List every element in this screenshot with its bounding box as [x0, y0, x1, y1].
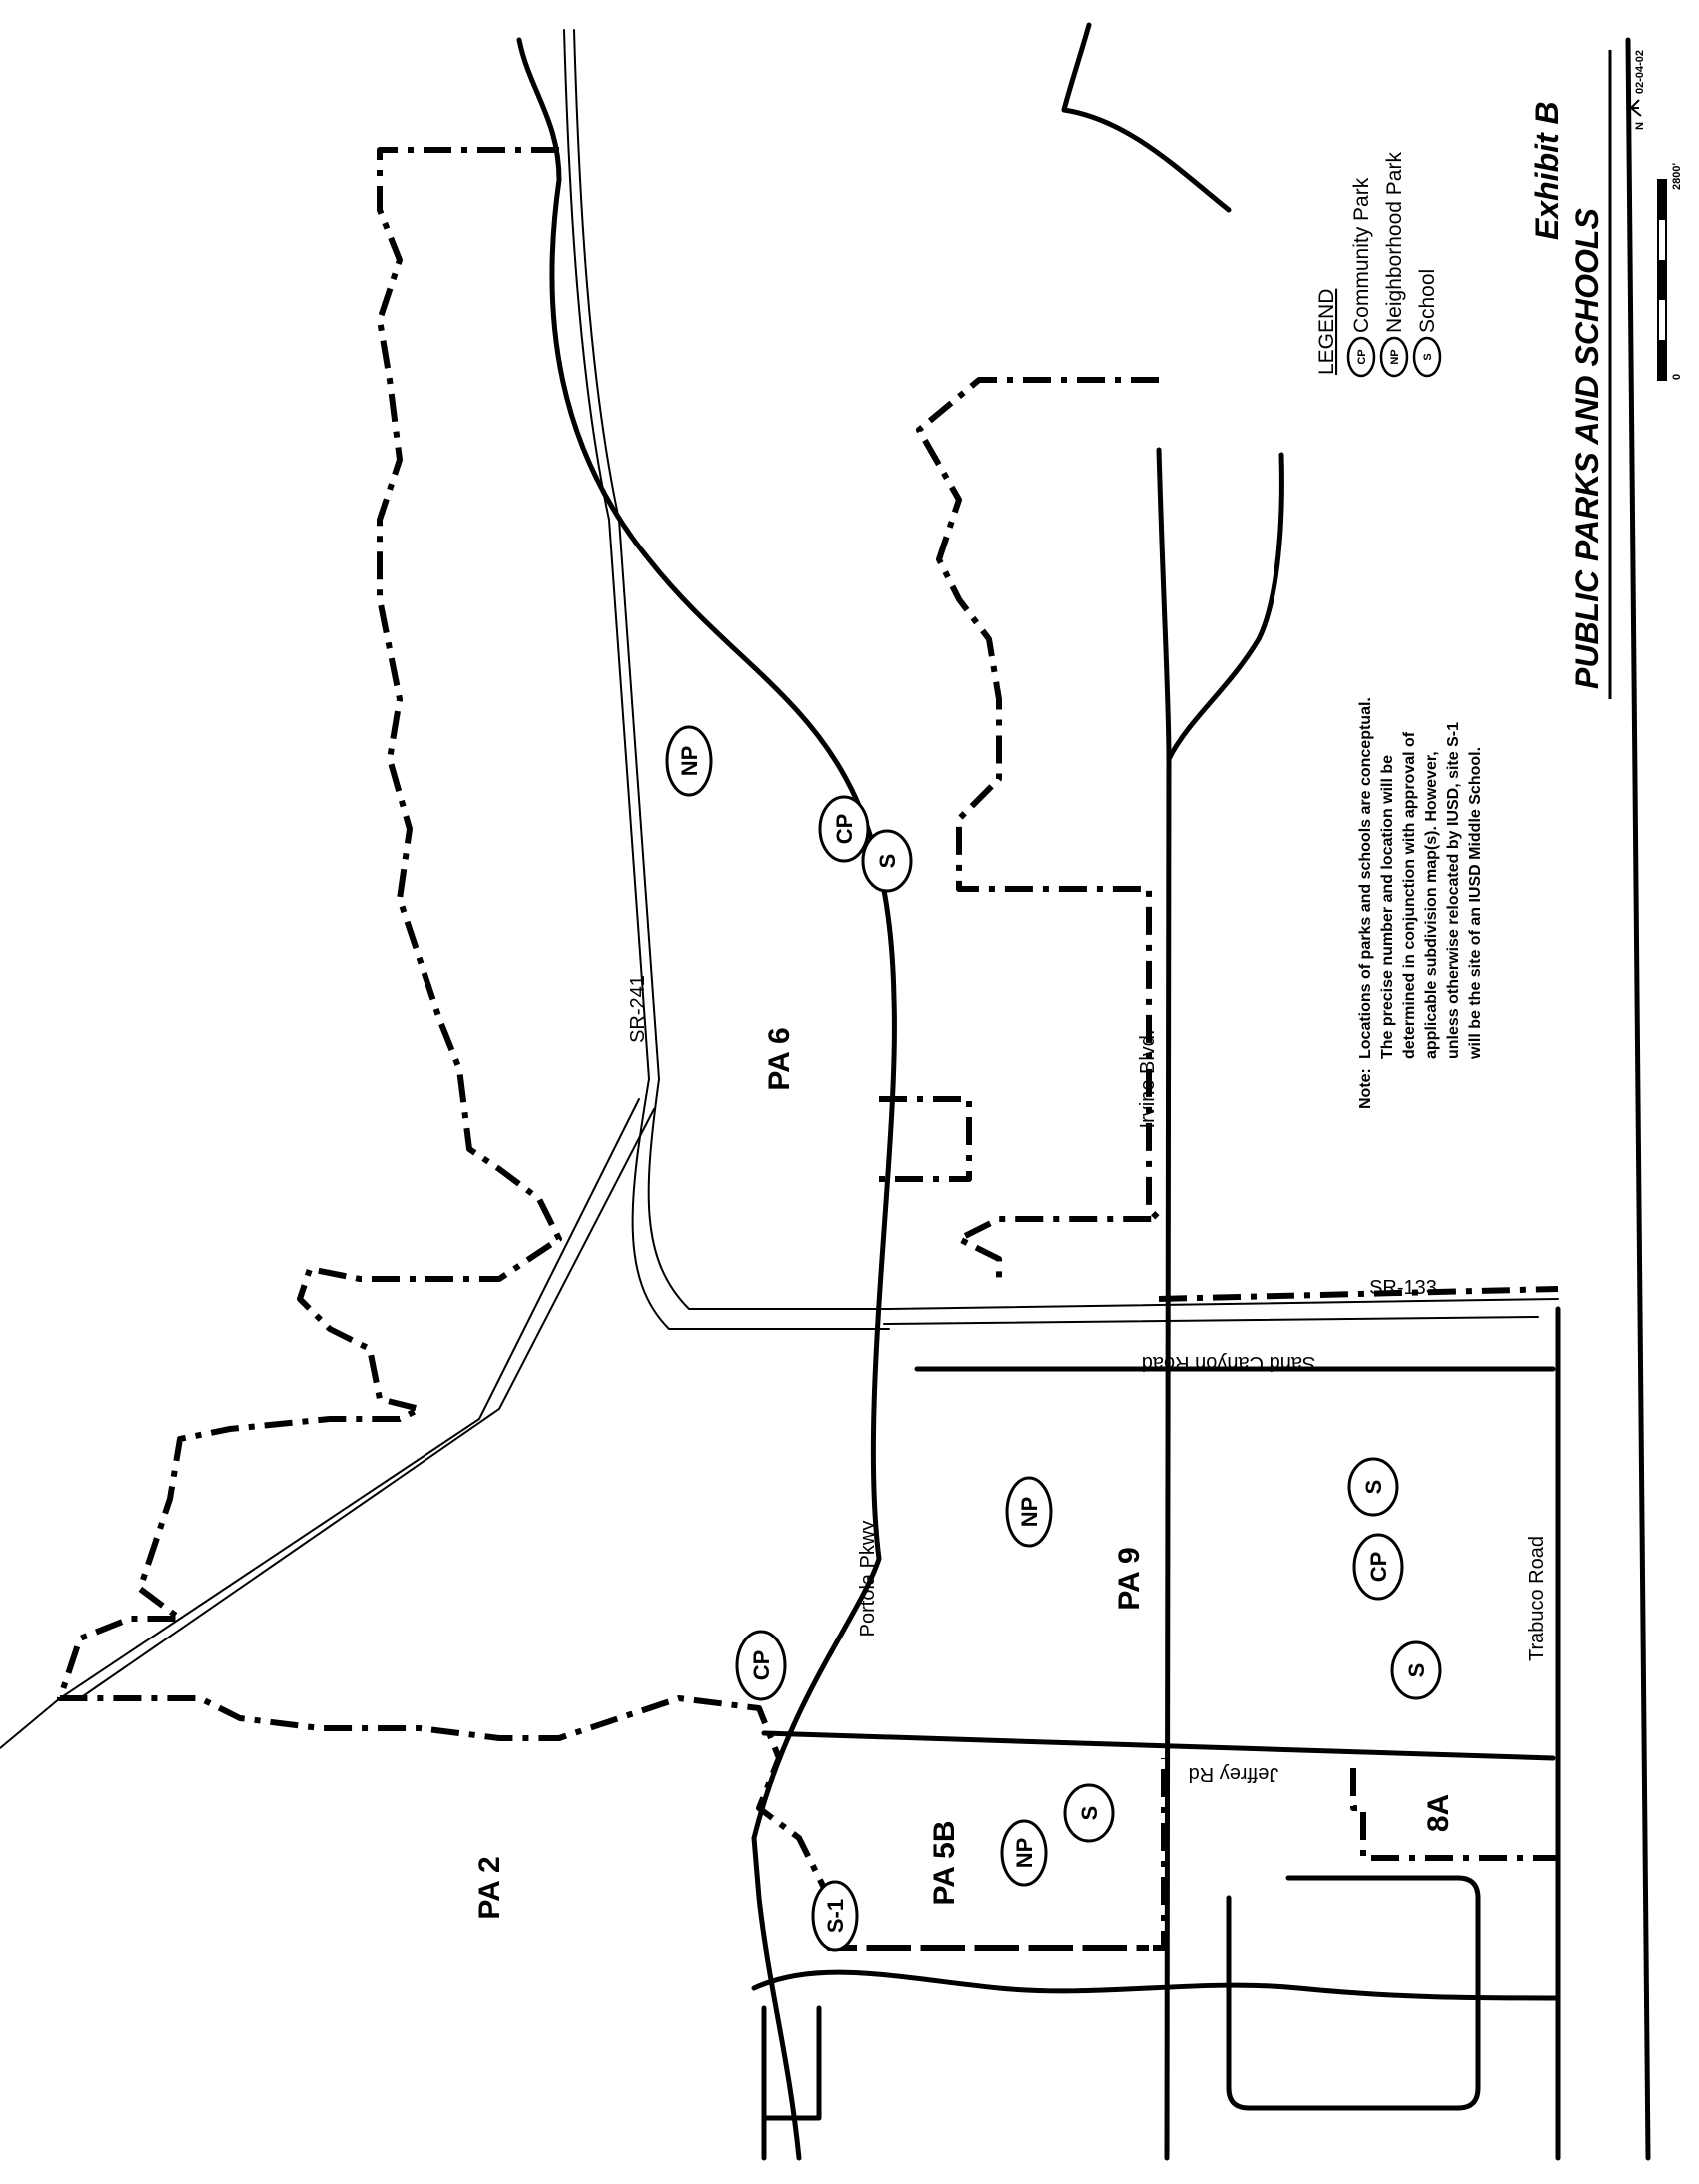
site-np-pa6-label: NP — [677, 746, 702, 777]
site-s-pa5b: S — [1063, 1783, 1115, 1843]
legend: LEGEND CP Community Park NP Neighborhood… — [1315, 152, 1442, 378]
north-arrow-date: N 02-04-02 — [1628, 50, 1646, 130]
sr241-diagonal — [0, 1098, 640, 1749]
irvine-blvd-branch-road — [1166, 452, 1284, 762]
legend-heading: LEGEND — [1315, 289, 1338, 375]
site-s1: S-1 — [811, 1880, 859, 1952]
site-np-pa6: NP — [665, 725, 713, 797]
site-cp-pa9-label: CP — [1366, 1552, 1391, 1583]
site-s-pa6-label: S — [875, 854, 900, 869]
site-s-pa9-b: S — [1347, 1457, 1399, 1517]
pa6-label: PA 6 — [763, 1027, 796, 1090]
upper-right-curve — [1061, 107, 1232, 213]
sr241-label: SR-241 — [627, 975, 649, 1043]
north-label: N — [1634, 122, 1646, 130]
site-s-pa6: S — [861, 829, 913, 893]
site-s-pa9-b-label: S — [1361, 1480, 1386, 1495]
pa8a-label: 8A — [1422, 1794, 1455, 1832]
site-cp-pa6: CP — [818, 795, 870, 863]
title-block: PUBLIC PARKS AND SCHOOLS Exhibit B — [1529, 101, 1605, 689]
scale-start-label: 0 — [1671, 374, 1683, 380]
pa9-boundary — [1158, 1286, 1559, 1302]
pa2-label: PA 2 — [473, 1856, 506, 1919]
site-np-pa9-label: NP — [1017, 1497, 1042, 1528]
sr133-freeway — [888, 1298, 1559, 1310]
note-line-2: The precise number and location will be — [1379, 755, 1396, 1059]
site-s-pa5b-label: S — [1077, 1806, 1102, 1821]
legend-cp-code: CP — [1356, 349, 1368, 364]
map-title: PUBLIC PARKS AND SCHOOLS — [1569, 208, 1605, 689]
note-block: Note: Locations of parks and schools are… — [1357, 697, 1484, 1109]
sr133-freeway-line2 — [883, 1316, 1539, 1325]
sr133-label: SR-133 — [1369, 1277, 1437, 1299]
irvine-blvd-road — [1156, 447, 1172, 2161]
loop-road — [1226, 1875, 1481, 2111]
irvine-blvd-label: Irvine Blvd. — [1137, 1030, 1159, 1129]
scale-end-label: 2800' — [1671, 163, 1683, 190]
upper-right-road — [1061, 22, 1092, 113]
pa5b-label: PA 5B — [928, 1820, 961, 1905]
note-line-3: determined in conjunction with approval … — [1401, 731, 1418, 1059]
site-s-pa9-a: S — [1390, 1640, 1442, 1700]
sr241-freeway-line2 — [573, 29, 890, 1310]
note-line-5: unless otherwise relocated by IUSD, site… — [1445, 722, 1462, 1059]
sr241-freeway — [563, 29, 890, 1330]
lower-left-road — [751, 1969, 1561, 2001]
exhibit-label: Exhibit B — [1529, 101, 1565, 240]
pa6-notch-boundary — [879, 1096, 972, 1182]
site-cp-pa2: CP — [735, 1630, 787, 1701]
pa8a-boundary — [1350, 1768, 1558, 1861]
pa6-boundary — [916, 377, 1162, 1279]
site-cp-pa9: CP — [1352, 1533, 1404, 1601]
trabuco-road-label: Trabuco Road — [1526, 1536, 1548, 1661]
note-line-6: will be the site of an IUSD Middle Schoo… — [1467, 747, 1484, 1060]
site-np-pa5b: NP — [1000, 1819, 1048, 1887]
note-prefix: Note: — [1357, 1068, 1374, 1109]
sand-canyon-label: Sand Canyon Road — [1142, 1352, 1316, 1374]
site-s1-label: S-1 — [823, 1899, 848, 1933]
legend-item-s: S School — [1412, 269, 1442, 378]
legend-cp-label: Community Park — [1350, 177, 1373, 333]
scale-bar: 0 2800' — [1657, 163, 1683, 381]
project-boundary — [57, 147, 1149, 1951]
map-date: 02-04-02 — [1634, 50, 1646, 94]
jeffrey-rd-label: Jeffrey Rd — [1189, 1763, 1279, 1785]
site-s-pa9-a-label: S — [1404, 1663, 1429, 1678]
pa9-label: PA 9 — [1113, 1547, 1146, 1610]
legend-s-code: S — [1422, 353, 1434, 360]
legend-item-cp: CP Community Park — [1346, 177, 1376, 378]
note-line-1: Locations of parks and schools are conce… — [1357, 697, 1374, 1059]
site-np-pa9: NP — [1005, 1476, 1053, 1548]
legend-item-np: NP Neighborhood Park — [1379, 152, 1409, 378]
note-line-4: applicable subdivision map(s). However, — [1423, 751, 1440, 1059]
north-arrow-icon — [1628, 99, 1642, 117]
site-cp-pa6-label: CP — [832, 814, 857, 845]
site-np-pa5b-label: NP — [1012, 1838, 1037, 1869]
parcel-rectangle — [761, 2005, 822, 2161]
legend-s-label: School — [1416, 269, 1439, 333]
lower-left-frame — [1625, 37, 1651, 2161]
portola-pkwy-label: Portola Pkwy — [857, 1521, 879, 1638]
site-cp-pa2-label: CP — [749, 1650, 774, 1681]
jeffrey-rd-road — [761, 1730, 1556, 1761]
sr241-diagonal-line2 — [79, 1108, 655, 1699]
legend-np-code: NP — [1389, 349, 1401, 364]
legend-np-label: Neighborhood Park — [1383, 152, 1406, 333]
pa5b-boundary — [829, 1758, 1167, 1951]
portola-pkwy-road — [516, 37, 897, 2161]
